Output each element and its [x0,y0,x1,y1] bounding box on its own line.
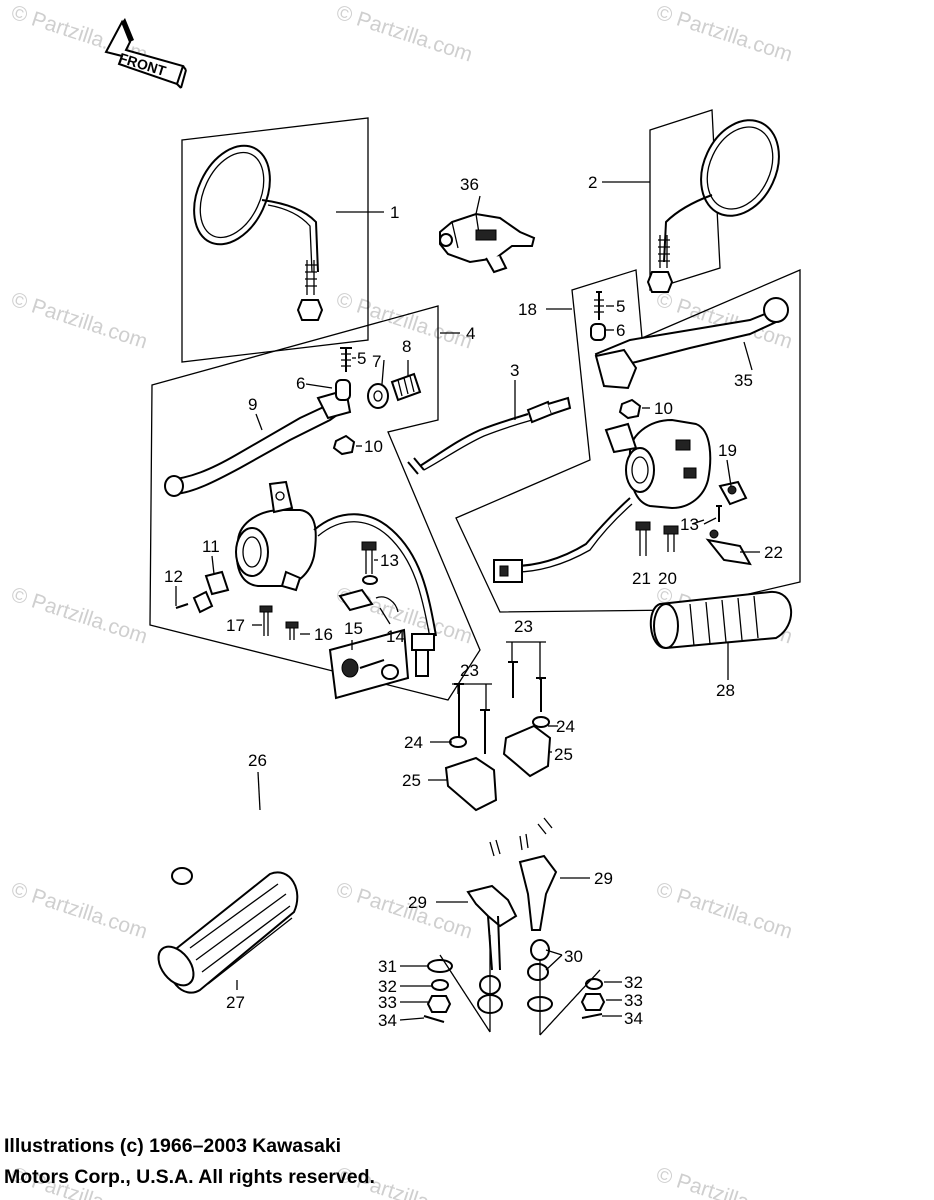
clutch-switch-wire [407,396,572,475]
callout-19: 19 [718,441,737,460]
callout-24: 24 [556,717,575,736]
left-switch-assembly-box [149,305,481,701]
callout-23: 23 [514,617,533,636]
callout-15: 15 [344,619,363,638]
callout-24: 24 [404,733,423,752]
right-small-parts [635,480,752,566]
callout-6: 6 [616,321,625,340]
mirror-right-box [649,109,721,291]
handlebar-risers [423,854,606,1036]
brake-switch [439,212,536,274]
callout-34: 34 [624,1009,643,1028]
callout-13: 13 [380,551,399,570]
watermark: © Partzilla.com [653,1,795,67]
callout-13: 13 [680,515,699,534]
callout-27: 27 [226,993,245,1012]
watermark: © Partzilla.com [333,878,475,944]
callout-1: 1 [390,203,399,222]
callout-labels: 1 2 3 4 5 5 6 6 7 8 9 10 10 11 12 13 13 … [164,173,783,1030]
callout-35: 35 [734,371,753,390]
callout-28: 28 [716,681,735,700]
mirror-left-box [181,117,369,363]
callout-5: 5 [357,349,366,368]
callout-36: 36 [460,175,479,194]
watermark: © Partzilla.com [8,878,150,944]
left-lever-hardware [332,347,422,456]
callout-18: 18 [518,300,537,319]
right-switch-housing [493,418,712,583]
left-small-parts [175,541,410,700]
callout-22: 22 [764,543,783,562]
callout-7: 7 [372,352,381,371]
callout-16: 16 [314,625,333,644]
callout-12: 12 [164,567,183,586]
left-clutch-lever [164,388,352,497]
callout-33: 33 [378,993,397,1012]
callout-8: 8 [402,337,411,356]
callout-29: 29 [408,893,427,912]
watermark: © Partzilla.com [8,583,150,649]
callout-4: 4 [466,324,475,343]
callout-17: 17 [226,616,245,635]
callout-30: 30 [564,947,583,966]
callout-23: 23 [460,661,479,680]
callout-11: 11 [202,537,220,556]
callout-9: 9 [248,395,257,414]
callout-14: 14 [386,627,405,646]
callout-10: 10 [654,399,673,418]
copyright-line-1: Illustrations (c) 1966–2003 Kawasaki [4,1135,342,1157]
callout-3: 3 [510,361,519,380]
callout-20: 20 [658,569,677,588]
watermark: © Partzilla.com [653,878,795,944]
copyright-notice: Illustrations (c) 1966–2003 Kawasaki Mot… [4,1131,524,1193]
callout-2: 2 [588,173,597,192]
callout-21: 21 [632,569,651,588]
left-grip [157,871,299,994]
callout-31: 31 [378,957,397,976]
front-arrow-icon: FRONT [104,18,187,89]
callout-26: 26 [248,751,267,770]
watermark: © Partzilla.com [333,1,475,67]
copyright-line-2: Motors Corp., U.S.A. All rights reserved… [4,1166,375,1188]
callout-29: 29 [594,869,613,888]
handlebar-holders [444,661,552,812]
callout-32: 32 [624,973,643,992]
callout-6: 6 [296,374,305,393]
callout-25: 25 [554,745,573,764]
callout-25: 25 [402,771,421,790]
left-switch-housing [235,480,437,677]
watermark: © Partzilla.com [8,288,150,354]
callout-34: 34 [378,1011,397,1030]
watermark: © Partzilla.com [653,1163,795,1200]
right-grip [649,590,792,650]
callout-5: 5 [616,297,625,316]
right-mirror [646,119,780,293]
leader-lines [175,181,760,1021]
right-brake-lever [590,291,789,420]
callout-10: 10 [364,437,383,456]
left-mirror [193,144,324,321]
callout-33: 33 [624,991,643,1010]
callout-32: 32 [378,977,397,996]
